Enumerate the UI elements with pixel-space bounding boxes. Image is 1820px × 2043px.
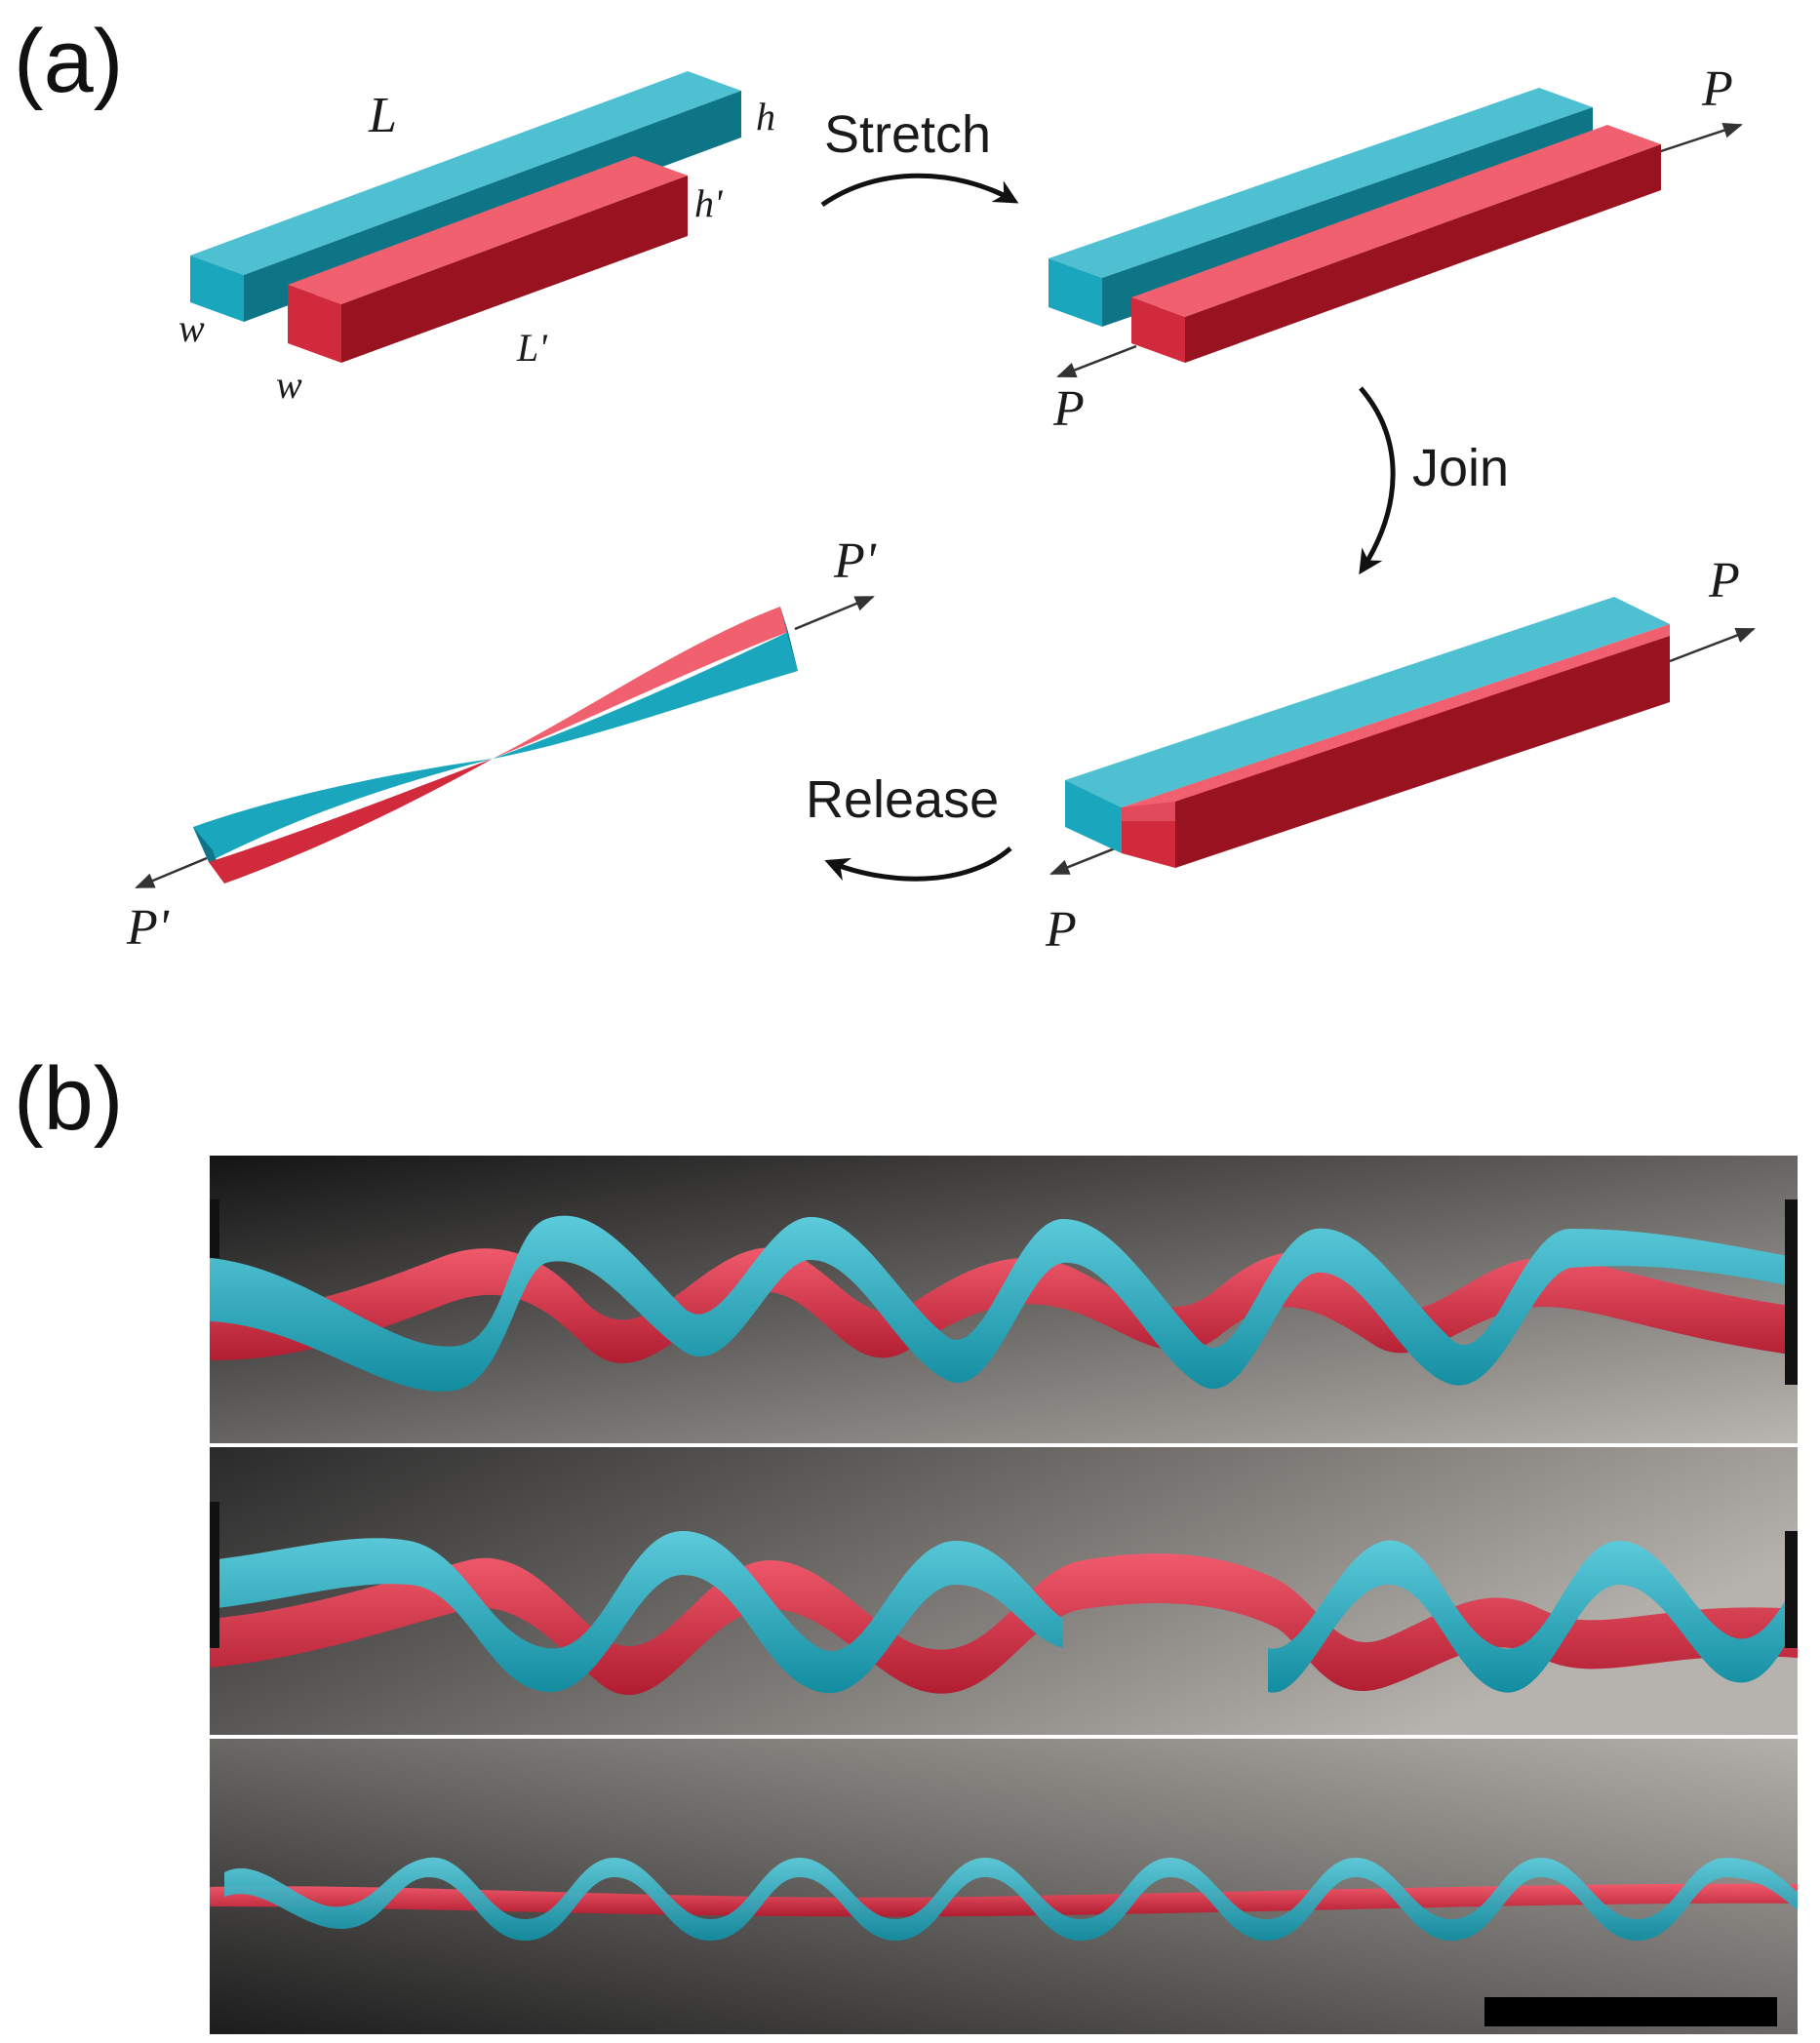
force-P-joined-bottom: P: [1045, 902, 1077, 958]
stretch-label: Stretch: [824, 105, 991, 164]
stretch-arrow: [820, 173, 1019, 208]
separate-bars: L h h' w w L': [178, 71, 775, 407]
photo-3-blue-ribbon: [224, 1857, 1798, 1942]
photo-stack: [207, 1154, 1800, 2036]
force-line-twist-top: [794, 595, 875, 631]
label-w-blue: w: [178, 306, 205, 350]
twist-blue-left: [193, 759, 493, 862]
twist-blue-right: [493, 632, 798, 759]
photo-2-red-ribbon: [210, 1553, 1798, 1696]
red-bar: [288, 156, 688, 363]
twist-red-right: [493, 607, 788, 759]
label-L-prime: L': [516, 326, 548, 370]
label-L: L: [368, 88, 397, 143]
photo-2-blue-ribbon: [210, 1531, 1063, 1694]
force-line-bottom: [1056, 344, 1137, 378]
force-P-joined-top: P: [1708, 553, 1740, 609]
twist-red-left: [209, 759, 493, 884]
force-line-joined-top: [1669, 627, 1756, 663]
photo-2: [210, 1447, 1798, 1735]
force-P-prime-top: P': [833, 533, 877, 589]
photo-2-blue-ribbon-right: [1268, 1540, 1798, 1693]
release-arrow: [824, 846, 1012, 882]
join-label: Join: [1412, 439, 1509, 497]
joined-block: [1065, 597, 1670, 868]
label-w-red: w: [276, 363, 302, 407]
scale-bar: [1484, 1997, 1777, 2026]
twisted-strip: P' P': [126, 533, 877, 956]
force-line-joined-bottom: [1049, 845, 1121, 876]
force-P-prime-bottom: P': [126, 900, 170, 956]
release-label: Release: [806, 770, 999, 829]
label-h: h: [756, 95, 775, 138]
force-line-top: [1657, 123, 1743, 154]
photo-1: [210, 1156, 1798, 1443]
panel-a-label: (a): [14, 12, 123, 111]
panel-b-label: (b): [14, 1049, 123, 1149]
joined-bars: P P: [1045, 553, 1756, 958]
photo-1-blue-ribbon: [210, 1215, 1798, 1392]
force-P-top-right: P: [1701, 61, 1733, 117]
stretched-bars: P P: [1048, 61, 1743, 437]
release-step: Release: [806, 770, 1012, 882]
red-bar-stretched: [1131, 125, 1661, 363]
stretch-step: Stretch: [820, 105, 1019, 208]
force-P-bottom-left: P: [1052, 381, 1085, 437]
label-h-prime: h': [694, 181, 724, 225]
photo-3: [210, 1739, 1798, 2034]
join-step: Join: [1359, 386, 1509, 575]
force-line-twist-bottom: [135, 856, 208, 889]
join-arrow: [1359, 386, 1396, 575]
